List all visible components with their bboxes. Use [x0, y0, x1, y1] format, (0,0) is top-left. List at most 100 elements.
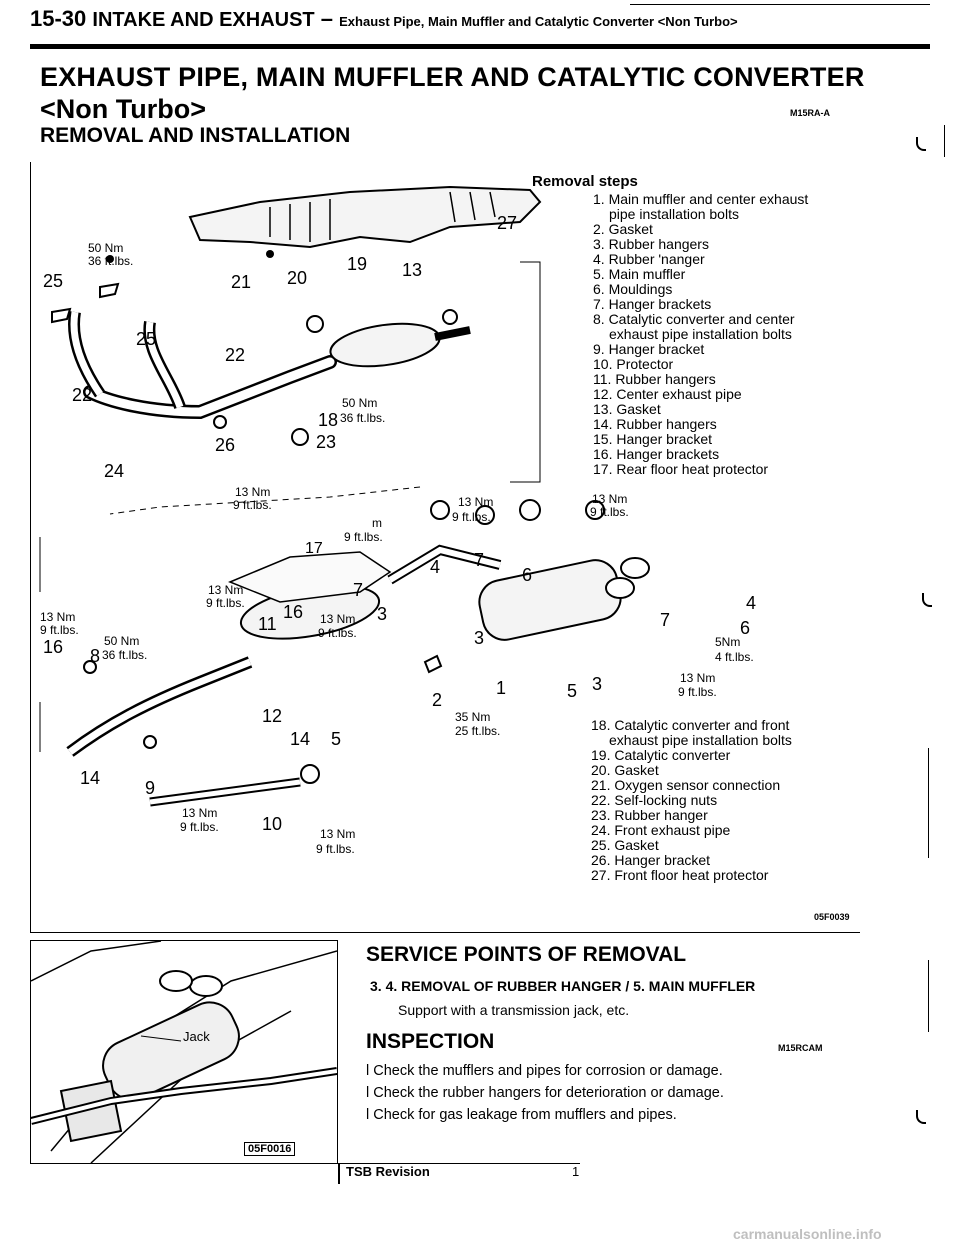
removal-steps-title: Removal steps	[532, 173, 638, 190]
step-item: 7. Hanger brackets	[593, 296, 712, 312]
section-code: M15RA-A	[790, 108, 831, 118]
callout-1: 1	[496, 678, 507, 698]
callout-8: 8	[90, 646, 101, 666]
jack-label: Jack	[183, 1029, 210, 1044]
torque-label: 13 Nm	[235, 485, 271, 499]
rubber-hanger	[430, 500, 450, 520]
step-item: 3. Rubber hangers	[593, 236, 709, 252]
callout-26: 26	[215, 435, 236, 455]
manifold-branch-2-inner	[145, 321, 184, 409]
torque-label: 50 Nm	[88, 241, 124, 255]
torque-label: 36 ft.lbs.	[88, 254, 134, 268]
binder-mark	[922, 593, 932, 607]
rubber-hanger	[475, 505, 495, 525]
torque-label: 9 ft.lbs.	[452, 510, 491, 524]
header-subtitle: Exhaust Pipe, Main Muffler and Catalytic…	[339, 14, 738, 29]
callout-6b: 6	[740, 618, 751, 638]
inspection-bullet: l Check the mufflers and pipes for corro…	[366, 1063, 723, 1079]
step-item: 26. Hanger bracket	[591, 852, 711, 868]
hanger-bracket	[300, 764, 320, 784]
torque-label: 50 Nm	[342, 396, 378, 410]
callout-2: 2	[432, 690, 443, 710]
callout-bracket	[510, 261, 541, 483]
hanger-bracket	[83, 660, 97, 674]
torque-label: 9 ft.lbs.	[40, 623, 79, 637]
callout-14b: 14	[80, 768, 101, 788]
step-item: 9. Hanger bracket	[593, 341, 705, 357]
step-item: 4. Rubber 'nanger	[593, 251, 705, 267]
front-exhaust-pipe-inner	[85, 357, 335, 417]
callout-10: 10	[262, 814, 283, 834]
bolt	[266, 250, 274, 258]
margin-line	[944, 125, 945, 157]
removal-title: REMOVAL AND INSTALLATION	[40, 124, 351, 147]
margin-line	[928, 960, 929, 1032]
manifold-branch-1-inner	[70, 311, 103, 396]
callout-23: 23	[316, 432, 337, 452]
step-item: 10. Protector	[593, 356, 674, 372]
header-dash: –	[320, 6, 334, 31]
service-points-body: Support with a transmission jack, etc.	[398, 1002, 630, 1018]
callout-4a: 4	[430, 557, 441, 577]
step-item: pipe installation bolts	[609, 206, 739, 222]
step-item: 11. Rubber hangers	[593, 371, 716, 387]
rubber-hanger	[519, 499, 541, 521]
oxygen-sensor	[306, 315, 324, 333]
section-title: INTAKE AND EXHAUST	[92, 9, 315, 31]
front-floor-heat-protector	[188, 185, 542, 249]
torque-label: 13 Nm	[182, 806, 218, 820]
tsb-revision-number: 1	[572, 1164, 580, 1179]
callout-24: 24	[104, 461, 125, 481]
step-item: 25. Gasket	[591, 837, 659, 853]
page-number: 15-30	[30, 6, 87, 31]
service-points-title: SERVICE POINTS OF REMOVAL	[366, 943, 687, 966]
torque-label: 13 Nm	[208, 583, 244, 597]
step-item: 17. Rear floor heat protector	[593, 461, 769, 477]
callout-20: 20	[287, 268, 308, 288]
step-item: 24. Front exhaust pipe	[591, 822, 731, 838]
callout-22: 22	[225, 345, 246, 365]
gasket	[51, 307, 72, 324]
converter-outlet	[434, 326, 471, 341]
step-item: 12. Center exhaust pipe	[593, 386, 742, 402]
callout-18: 18	[318, 410, 339, 430]
margin-line	[928, 748, 929, 858]
callout-14a: 14	[290, 729, 311, 749]
page-subtitle: <Non Turbo>	[40, 94, 206, 124]
callout-7a: 7	[474, 550, 485, 570]
callout-11: 11	[258, 614, 277, 634]
rubber-hanger	[291, 428, 309, 446]
torque-label: 5Nm	[715, 635, 741, 649]
muffler-tip	[605, 577, 635, 599]
step-item: 5. Main muffler	[593, 266, 686, 282]
step-item: 14. Rubber hangers	[593, 416, 717, 432]
muffler-tip	[189, 975, 223, 997]
step-item: 19. Catalytic converter	[591, 747, 731, 763]
callout-19: 19	[347, 254, 368, 274]
callout-17: 17	[305, 540, 323, 557]
inspection-bullet: l Check for gas leakage from mufflers an…	[366, 1107, 677, 1123]
rear-heat-protector	[228, 551, 392, 603]
main-muffler-diagram	[387, 499, 650, 641]
callout-9: 9	[145, 778, 156, 798]
tsb-revision-box	[338, 1163, 580, 1184]
rubber-hanger	[585, 500, 605, 520]
step-item: 23. Rubber hanger	[591, 807, 708, 823]
torque-label: m	[372, 516, 382, 530]
step-item: exhaust pipe installation bolts	[609, 732, 792, 748]
leader-line	[109, 486, 421, 515]
torque-label: 13 Nm	[680, 671, 716, 685]
torque-label: 35 Nm	[455, 710, 491, 724]
diagram-left-border	[30, 162, 31, 932]
callout-6a: 6	[522, 565, 533, 585]
callout-3c: 3	[592, 674, 603, 694]
transmission-jack	[59, 1079, 123, 1143]
tsb-revision-label: TSB Revision	[346, 1164, 430, 1179]
jack-illustration	[30, 940, 338, 1164]
torque-label: 9 ft.lbs.	[344, 530, 383, 544]
callout-3a: 3	[377, 604, 388, 624]
catalytic-converter-front	[329, 322, 441, 368]
binder-mark	[916, 1110, 926, 1124]
torque-label: 9 ft.lbs.	[590, 505, 629, 519]
torque-label: 13 Nm	[592, 492, 628, 506]
